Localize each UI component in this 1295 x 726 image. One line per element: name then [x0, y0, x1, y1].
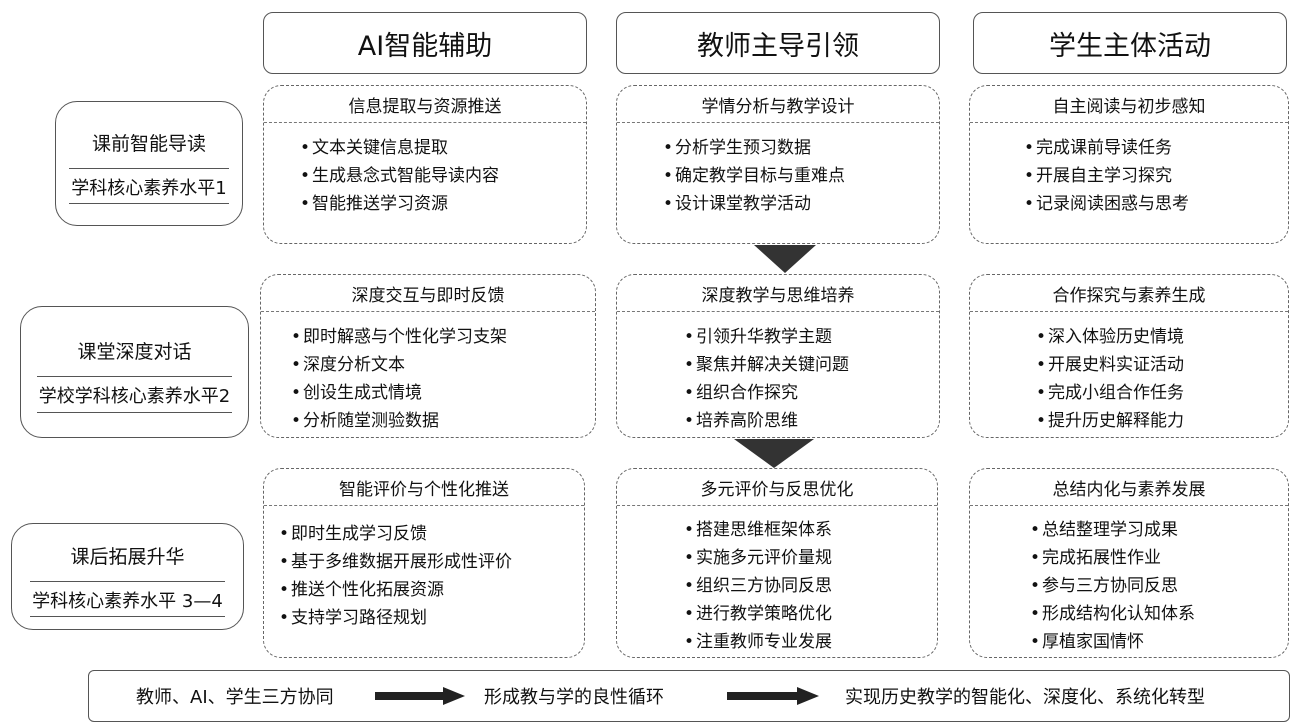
list-item: 推送个性化拓展资源 — [279, 576, 584, 604]
teacher-box-pre: 学情分析与教学设计 分析学生预习数据 确定教学目标与重难点 设计课堂教学活动 — [616, 85, 940, 244]
list-item: 设计课堂教学活动 — [663, 190, 939, 218]
list-item: 分析学生预习数据 — [663, 134, 939, 162]
list-item: 完成拓展性作业 — [1030, 544, 1288, 572]
box-title: 智能评价与个性化推送 — [264, 469, 584, 506]
stage-title: 课堂深度对话 — [77, 341, 192, 364]
student-box-pre: 自主阅读与初步感知 完成课前导读任务 开展自主学习探究 记录阅读困惑与思考 — [969, 85, 1289, 244]
box-item-list: 完成课前导读任务 开展自主学习探究 记录阅读困惑与思考 — [970, 123, 1288, 218]
list-item: 形成结构化认知体系 — [1030, 600, 1288, 628]
list-item: 引领升华教学主题 — [684, 323, 939, 351]
box-item-list: 分析学生预习数据 确定教学目标与重难点 设计课堂教学活动 — [617, 123, 939, 218]
list-item: 完成课前导读任务 — [1024, 134, 1288, 162]
teacher-box-after: 多元评价与反思优化 搭建思维框架体系 实施多元评价量规 组织三方协同反思 进行教… — [616, 468, 938, 658]
list-item: 深度分析文本 — [291, 351, 595, 379]
ai-box-in: 深度交互与即时反馈 即时解惑与个性化学习支架 深度分析文本 创设生成式情境 分析… — [260, 274, 596, 438]
list-item: 文本关键信息提取 — [300, 134, 586, 162]
list-item: 完成小组合作任务 — [1036, 379, 1288, 407]
ai-box-pre: 信息提取与资源推送 文本关键信息提取 生成悬念式智能导读内容 智能推送学习资源 — [263, 85, 587, 244]
stage-title: 课前智能导读 — [91, 132, 206, 155]
down-arrow-icon — [754, 245, 816, 273]
stage-after-class: 课后拓展升华 学科核心素养水平 3—4 — [11, 523, 244, 630]
stage-pre-class: 课前智能导读 学科核心素养水平1 — [55, 101, 243, 226]
student-box-after: 总结内化与素养发展 总结整理学习成果 完成拓展性作业 参与三方协同反思 形成结构… — [969, 468, 1289, 658]
teacher-box-in: 深度教学与思维培养 引领升华教学主题 聚焦并解决关键问题 组织合作探究 培养高阶… — [616, 274, 940, 438]
box-item-list: 即时生成学习反馈 基于多维数据开展形成性评价 推送个性化拓展资源 支持学习路径规… — [264, 506, 584, 632]
list-item: 实施多元评价量规 — [684, 544, 937, 572]
box-title: 自主阅读与初步感知 — [970, 86, 1288, 123]
box-title: 总结内化与素养发展 — [970, 469, 1288, 506]
list-item: 基于多维数据开展形成性评价 — [279, 548, 584, 576]
column-header-teacher: 教师主导引领 — [616, 12, 940, 74]
ai-box-after: 智能评价与个性化推送 即时生成学习反馈 基于多维数据开展形成性评价 推送个性化拓… — [263, 468, 585, 658]
list-item: 智能推送学习资源 — [300, 190, 586, 218]
list-item: 即时生成学习反馈 — [279, 520, 584, 548]
box-item-list: 总结整理学习成果 完成拓展性作业 参与三方协同反思 形成结构化认知体系 厚植家国… — [970, 506, 1288, 656]
stage-level: 学科核心素养水平1 — [69, 167, 229, 205]
box-item-list: 即时解惑与个性化学习支架 深度分析文本 创设生成式情境 分析随堂测验数据 — [261, 312, 595, 435]
list-item: 深入体验历史情境 — [1036, 323, 1288, 351]
column-header-student: 学生主体活动 — [973, 12, 1287, 74]
stage-in-class: 课堂深度对话 学校学科核心素养水平2 — [20, 306, 249, 438]
stage-level: 学校学科核心素养水平2 — [36, 376, 233, 413]
list-item: 创设生成式情境 — [291, 379, 595, 407]
right-arrow-icon — [375, 687, 465, 705]
box-title: 多元评价与反思优化 — [617, 469, 937, 506]
box-title: 学情分析与教学设计 — [617, 86, 939, 123]
box-item-list: 文本关键信息提取 生成悬念式智能导读内容 智能推送学习资源 — [264, 123, 586, 218]
box-item-list: 深入体验历史情境 开展史料实证活动 完成小组合作任务 提升历史解释能力 — [970, 312, 1288, 435]
box-item-list: 引领升华教学主题 聚焦并解决关键问题 组织合作探究 培养高阶思维 — [617, 312, 939, 435]
box-item-list: 搭建思维框架体系 实施多元评价量规 组织三方协同反思 进行教学策略优化 注重教师… — [617, 506, 937, 656]
bottom-step-collaboration: 教师、AI、学生三方协同 — [136, 687, 334, 708]
list-item: 即时解惑与个性化学习支架 — [291, 323, 595, 351]
down-arrow-icon — [734, 439, 814, 468]
list-item: 培养高阶思维 — [684, 407, 939, 435]
box-title: 合作探究与素养生成 — [970, 275, 1288, 312]
list-item: 厚植家国情怀 — [1030, 628, 1288, 656]
bottom-step-cycle: 形成教与学的良性循环 — [484, 687, 664, 708]
list-item: 参与三方协同反思 — [1030, 572, 1288, 600]
bottom-step-transformation: 实现历史教学的智能化、深度化、系统化转型 — [845, 687, 1205, 708]
box-title: 信息提取与资源推送 — [264, 86, 586, 123]
box-title: 深度交互与即时反馈 — [261, 275, 595, 312]
list-item: 提升历史解释能力 — [1036, 407, 1288, 435]
list-item: 搭建思维框架体系 — [684, 516, 937, 544]
list-item: 开展史料实证活动 — [1036, 351, 1288, 379]
list-item: 聚焦并解决关键问题 — [684, 351, 939, 379]
bottom-summary-bar: 教师、AI、学生三方协同 形成教与学的良性循环 实现历史教学的智能化、深度化、系… — [88, 670, 1290, 722]
stage-level: 学科核心素养水平 3—4 — [30, 580, 225, 618]
right-arrow-icon — [727, 687, 819, 705]
column-header-ai: AI智能辅助 — [263, 12, 587, 74]
box-title: 深度教学与思维培养 — [617, 275, 939, 312]
list-item: 组织合作探究 — [684, 379, 939, 407]
student-box-in: 合作探究与素养生成 深入体验历史情境 开展史料实证活动 完成小组合作任务 提升历… — [969, 274, 1289, 438]
stage-title: 课后拓展升华 — [70, 545, 185, 568]
list-item: 分析随堂测验数据 — [291, 407, 595, 435]
list-item: 总结整理学习成果 — [1030, 516, 1288, 544]
list-item: 确定教学目标与重难点 — [663, 162, 939, 190]
list-item: 开展自主学习探究 — [1024, 162, 1288, 190]
list-item: 支持学习路径规划 — [279, 604, 584, 632]
list-item: 组织三方协同反思 — [684, 572, 937, 600]
list-item: 注重教师专业发展 — [684, 628, 937, 656]
list-item: 生成悬念式智能导读内容 — [300, 162, 586, 190]
list-item: 记录阅读困惑与思考 — [1024, 190, 1288, 218]
list-item: 进行教学策略优化 — [684, 600, 937, 628]
